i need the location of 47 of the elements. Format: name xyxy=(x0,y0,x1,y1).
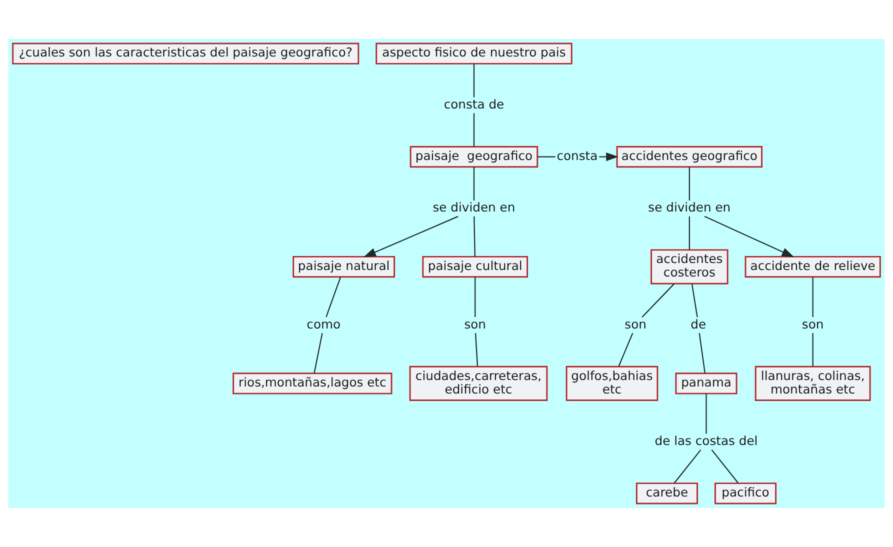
connector xyxy=(326,276,342,318)
node-text: como xyxy=(306,317,341,332)
connector xyxy=(698,333,706,374)
connector xyxy=(473,64,475,98)
node-box: aspecto fisico de nuestro pais xyxy=(376,42,572,64)
connector xyxy=(474,333,478,366)
node-box: paisaje natural xyxy=(292,256,396,278)
node-box: ciudades,carreteras, edificio etc xyxy=(409,366,548,402)
node-box: accidente de relieve xyxy=(744,256,881,278)
arrow xyxy=(704,216,794,258)
connector xyxy=(812,277,814,318)
connector xyxy=(706,394,707,434)
connector xyxy=(474,277,476,318)
connector xyxy=(642,283,675,318)
node-box: accidentes geografico xyxy=(616,146,763,168)
node-text: son xyxy=(624,317,646,332)
connector xyxy=(618,332,634,366)
connector xyxy=(812,333,814,366)
node-text: consta de xyxy=(444,97,504,112)
connector xyxy=(688,167,690,201)
node-box: rios,montañas,lagos etc xyxy=(232,372,392,394)
node-box: accidentes costeros xyxy=(650,249,728,284)
node-text: consta xyxy=(556,148,598,163)
connector xyxy=(688,216,690,250)
node-text: de las costas del xyxy=(654,434,758,448)
node-box: paisaje geografico xyxy=(410,146,538,168)
node-box: paisaje cultural xyxy=(422,256,528,278)
connector xyxy=(314,333,323,374)
connector xyxy=(691,284,698,318)
connector xyxy=(711,449,739,484)
connector xyxy=(538,156,556,158)
node-box: pacifico xyxy=(714,482,777,504)
node-box: llanuras, colinas, montañas etc xyxy=(754,366,871,402)
node-text: se dividen en xyxy=(432,200,516,215)
node-box: carebe xyxy=(636,482,698,504)
node-text: de xyxy=(690,317,706,332)
node-text: son xyxy=(464,317,486,332)
node-box: panama xyxy=(675,372,738,394)
connector xyxy=(473,113,475,147)
arrow xyxy=(364,216,458,258)
connector xyxy=(473,167,475,201)
connector xyxy=(674,449,702,484)
node-box: ¿cuales son las caracteristicas del paisaje geografico? xyxy=(12,42,360,64)
connector xyxy=(474,216,476,256)
node-text: son xyxy=(802,317,824,332)
node-box: golfos,bahias etc xyxy=(566,366,658,402)
node-text: se dividen en xyxy=(648,200,731,215)
